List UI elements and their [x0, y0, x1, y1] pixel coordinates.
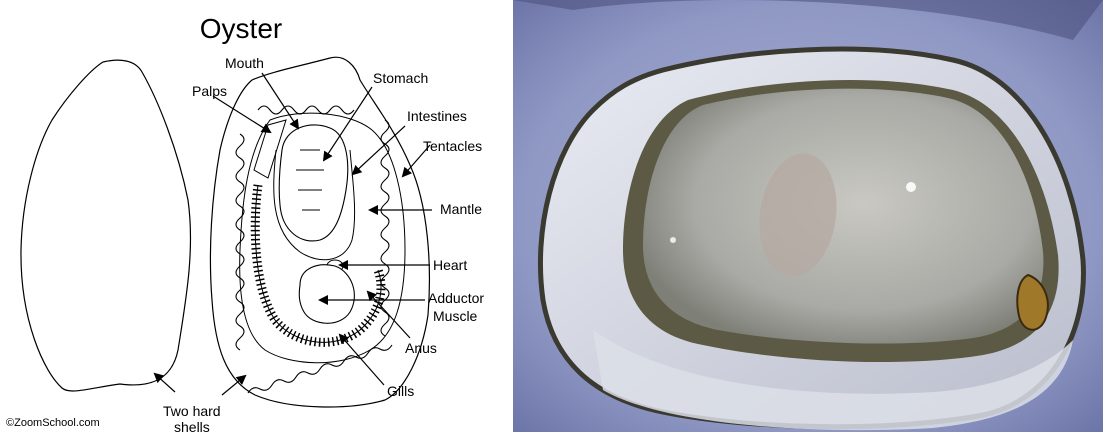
- photo-svg: [513, 0, 1103, 432]
- label-heart: Heart: [433, 257, 467, 273]
- label-adductor-1: Adductor: [428, 290, 484, 306]
- copyright-text: ©ZoomSchool.com: [6, 417, 100, 429]
- meat-highlight: [906, 182, 916, 192]
- label-palps: Palps: [192, 83, 227, 99]
- shell-left-pointer: [155, 374, 175, 392]
- label-adductor-2: Muscle: [433, 308, 478, 324]
- label-mantle: Mantle: [440, 201, 482, 217]
- meat-highlight-small: [670, 237, 676, 243]
- label-tentacles: Tentacles: [423, 138, 482, 154]
- label-mouth: Mouth: [225, 55, 264, 71]
- oyster-meat: [643, 89, 1043, 344]
- label-anus: Anus: [405, 340, 437, 356]
- label-stomach: Stomach: [373, 70, 428, 86]
- adductor-muscle: [299, 265, 354, 323]
- diagram-title: Oyster: [200, 13, 282, 44]
- oyster-photo: [513, 0, 1103, 432]
- label-gills: Gills: [387, 383, 414, 399]
- label-shells-1: Two hard: [163, 403, 221, 419]
- diagram-svg: Oyster: [0, 0, 512, 432]
- label-shells-2: shells: [174, 419, 210, 432]
- oyster-anatomy-diagram: Oyster: [0, 0, 512, 432]
- label-intestines: Intestines: [407, 108, 467, 124]
- left-shell: [21, 60, 191, 391]
